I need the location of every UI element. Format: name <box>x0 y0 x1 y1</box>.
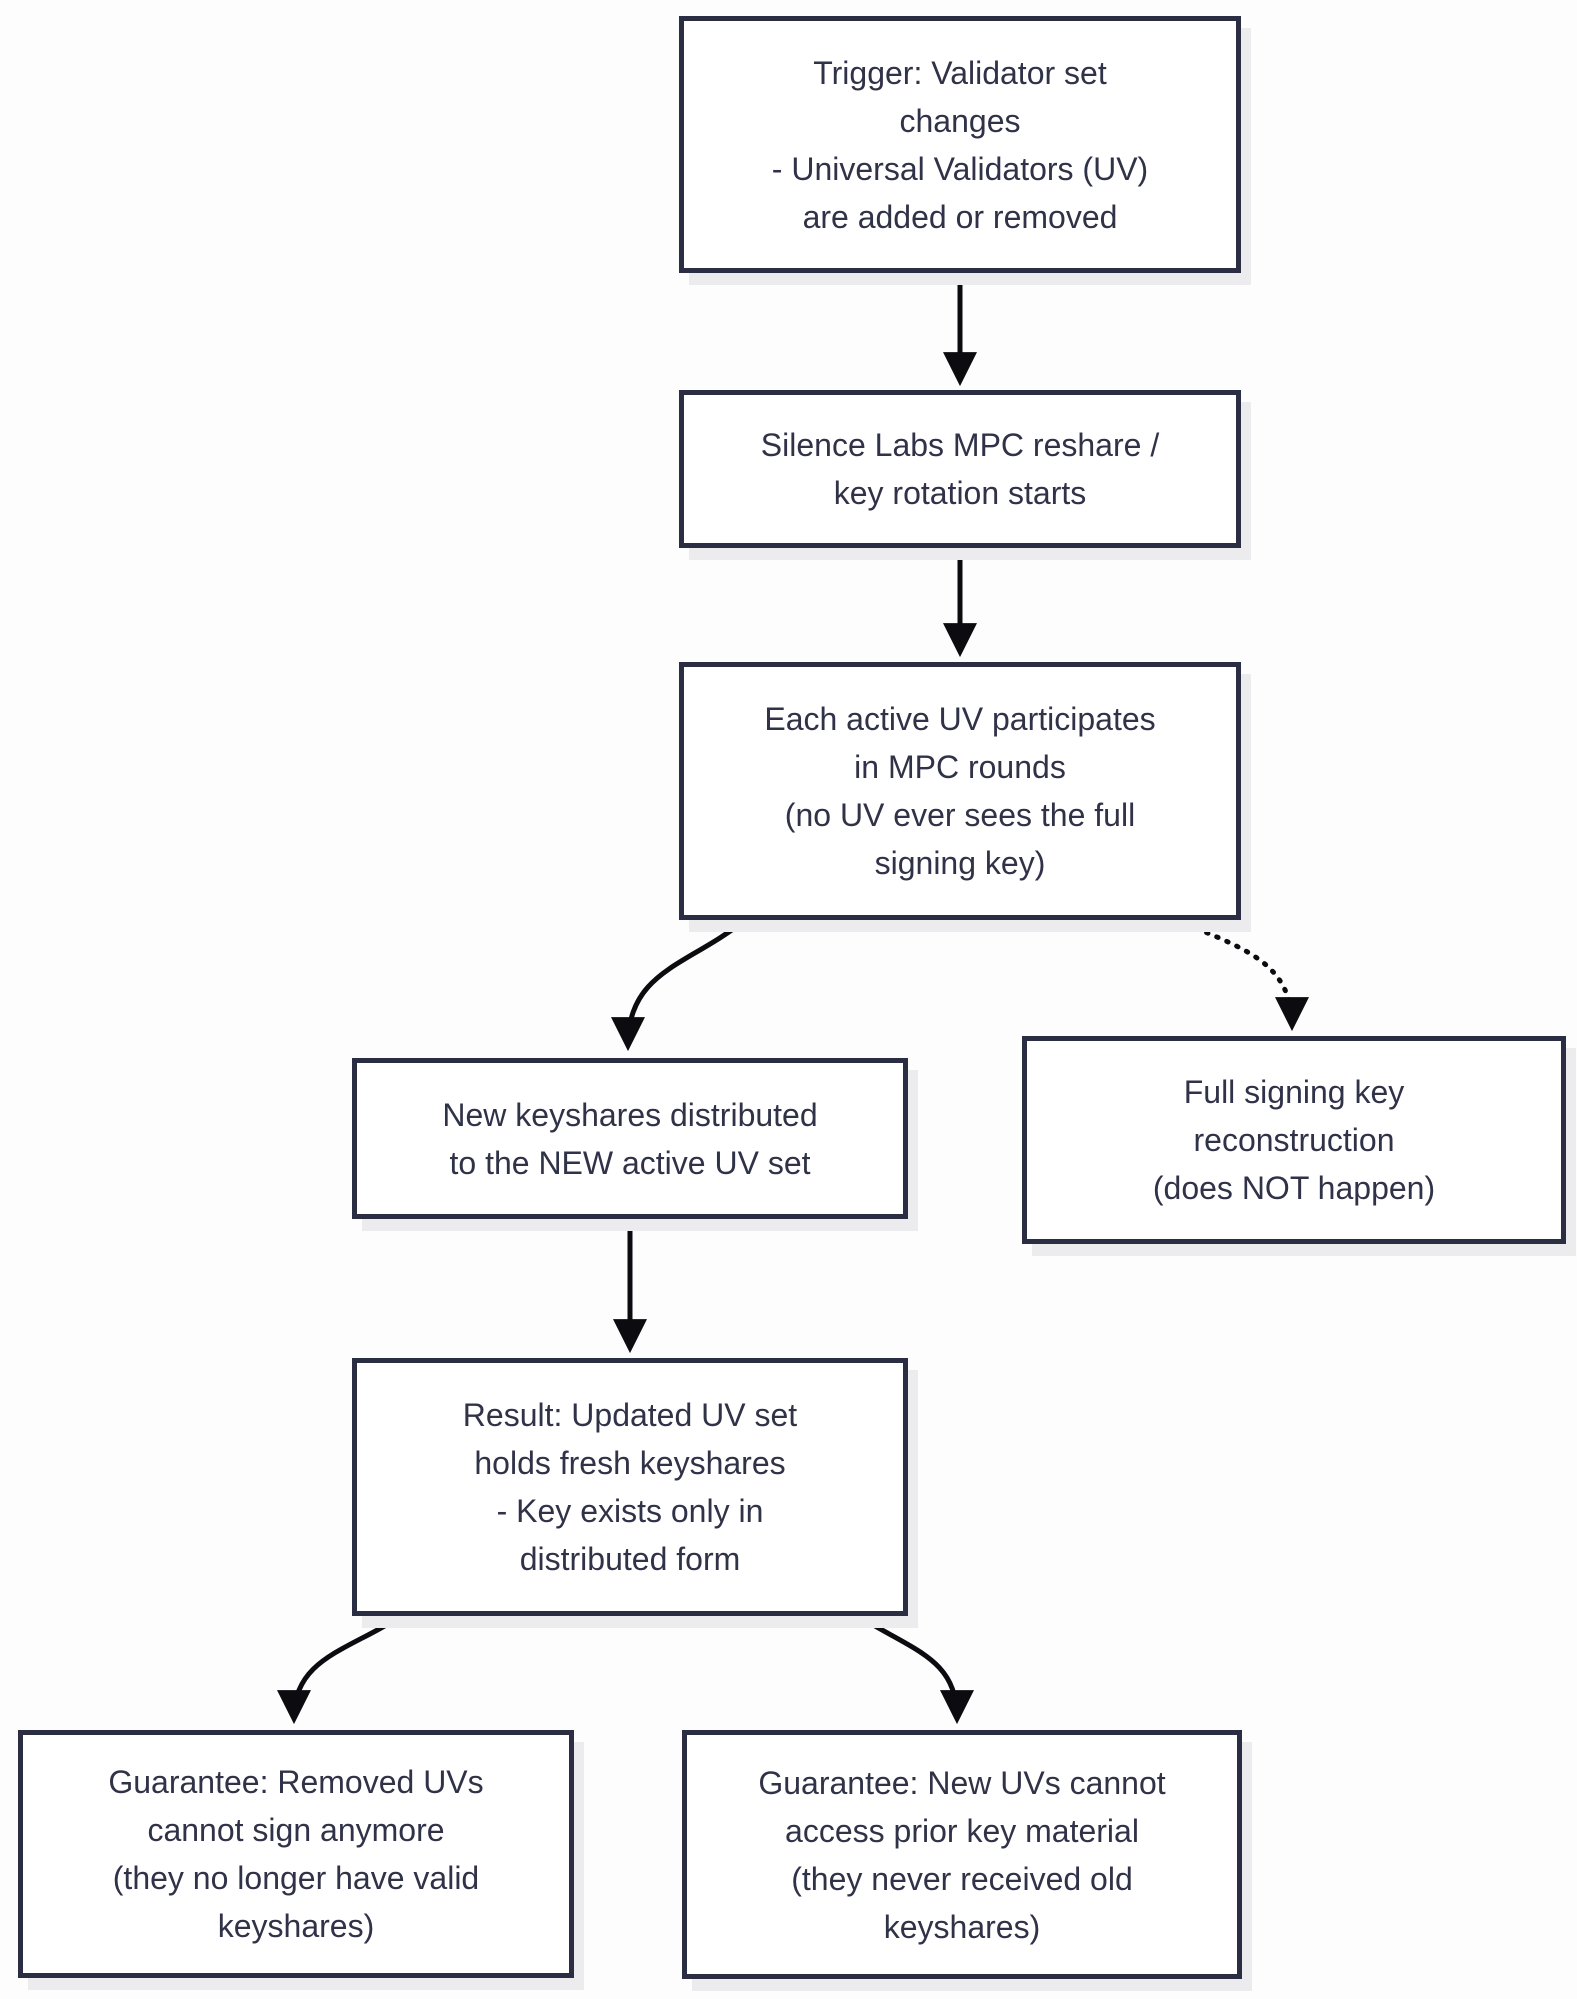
flow-node-new-keyshares-label: New keyshares distributed to the NEW act… <box>442 1096 818 1181</box>
flow-node-guarantee-removed: Guarantee: Removed UVs cannot sign anymo… <box>18 1730 574 1978</box>
flow-node-trigger: Trigger: Validator set changes - Univers… <box>679 16 1241 273</box>
flow-node-full-key-recon: Full signing key reconstruction (does NO… <box>1022 1036 1566 1244</box>
flow-node-new-keyshares: New keyshares distributed to the NEW act… <box>352 1058 908 1219</box>
flow-node-mpc-rounds: Each active UV participates in MPC round… <box>679 662 1241 920</box>
edge-result-to-guarantee-new <box>858 1614 974 1725</box>
edge-mpc-rounds-to-full-key-recon <box>1173 917 1309 1032</box>
flow-node-guarantee-new: Guarantee: New UVs cannot access prior k… <box>682 1730 1242 1979</box>
flow-node-full-key-recon-label: Full signing key reconstruction (does NO… <box>1152 1074 1436 1206</box>
flow-node-trigger-label: Trigger: Validator set changes - Univers… <box>771 54 1149 235</box>
flow-node-guarantee-new-label: Guarantee: New UVs cannot access prior k… <box>758 1764 1166 1945</box>
flow-node-reshare-label: Silence Labs MPC reshare / key rotation … <box>760 427 1160 511</box>
edge-mpc-rounds-to-new-keyshares <box>611 918 747 1052</box>
flow-node-result: Result: Updated UV set holds fresh keysh… <box>352 1358 908 1616</box>
edge-result-to-guarantee-removed <box>277 1614 402 1725</box>
flow-node-mpc-rounds-label: Each active UV participates in MPC round… <box>764 701 1156 881</box>
flow-node-guarantee-removed-label: Guarantee: Removed UVs cannot sign anymo… <box>108 1764 484 1944</box>
flow-node-reshare: Silence Labs MPC reshare / key rotation … <box>679 390 1241 548</box>
flow-node-result-label: Result: Updated UV set holds fresh keysh… <box>462 1397 798 1577</box>
